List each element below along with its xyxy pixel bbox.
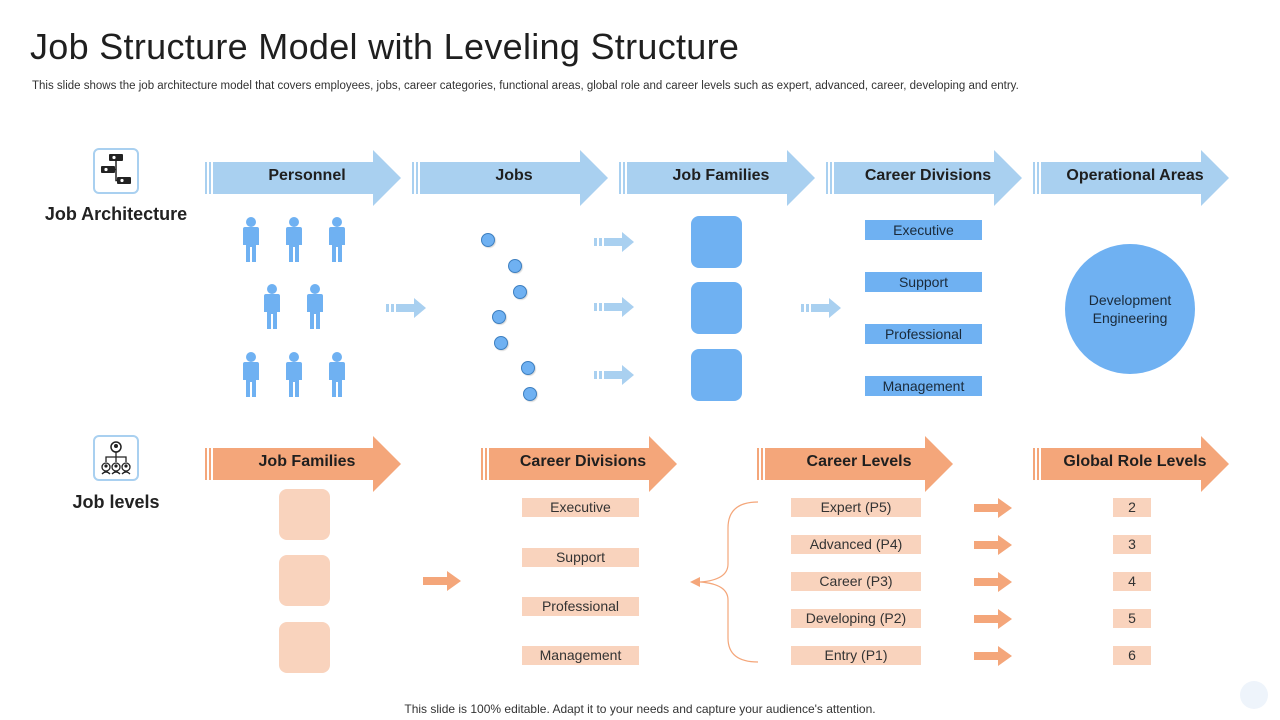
header-arrow-job-families: Job Families: [619, 148, 815, 208]
global-role-level: 2: [1113, 498, 1151, 517]
career-division-management: Management: [865, 376, 982, 396]
job-dot: [492, 310, 506, 324]
job-family-square-peach: [279, 489, 330, 540]
header-operational-areas-text: Operational Areas: [1066, 167, 1204, 184]
job-levels-label: Job levels: [72, 492, 160, 512]
header-global-role-levels-text: Global Role Levels: [1063, 453, 1207, 470]
header-arrow-career-divisions-levels: Career Divisions: [481, 434, 677, 494]
career-level-expert: Expert (P5): [791, 498, 921, 517]
org-chart-icon: [93, 148, 139, 194]
header-arrow-global-role-levels: Global Role Levels: [1033, 434, 1229, 494]
job-dot: [481, 233, 495, 247]
job-dot: [508, 259, 522, 273]
flow-arrow-icon: [974, 646, 1012, 666]
operational-area-text: Development Engineering: [1088, 292, 1172, 326]
job-family-square: [691, 282, 742, 334]
flow-arrow-icon: [386, 298, 426, 318]
job-family-square-peach: [279, 555, 330, 606]
flow-arrow-icon: [974, 609, 1012, 629]
job-dot: [513, 285, 527, 299]
career-division-executive: Executive: [865, 220, 982, 240]
job-family-square: [691, 349, 742, 401]
career-level-career: Career (P3): [791, 572, 921, 591]
flow-arrow-icon: [594, 232, 634, 252]
career-level-entry: Entry (P1): [791, 646, 921, 665]
flow-arrow-icon: [974, 498, 1012, 518]
header-jobs-text: Jobs: [495, 167, 533, 184]
brace-connector: [690, 501, 759, 663]
career-level-developing: Developing (P2): [791, 609, 921, 628]
header-arrow-career-divisions: Career Divisions: [826, 148, 1022, 208]
global-role-level: 3: [1113, 535, 1151, 554]
career-level-advanced: Advanced (P4): [791, 535, 921, 554]
header-arrow-career-levels: Career Levels: [757, 434, 953, 494]
header-career-levels-text: Career Levels: [806, 453, 912, 470]
header-arrow-operational-areas: Operational Areas: [1033, 148, 1229, 208]
job-dot: [494, 336, 508, 350]
global-role-level: 6: [1113, 646, 1151, 665]
global-role-level: 4: [1113, 572, 1151, 591]
job-dot: [523, 387, 537, 401]
header-levels-career-divisions-text: Career Divisions: [519, 453, 647, 470]
flow-arrow-icon: [974, 572, 1012, 592]
levels-division-management: Management: [522, 646, 639, 665]
flow-arrow-icon: [594, 297, 634, 317]
flow-arrow-icon: [974, 535, 1012, 555]
job-family-square: [691, 216, 742, 268]
page-title: Job Structure Model with Leveling Struct…: [30, 26, 740, 67]
job-family-square-peach: [279, 622, 330, 673]
decorative-circle: [1240, 681, 1268, 709]
page-subtitle: This slide shows the job architecture mo…: [32, 80, 1019, 92]
team-hierarchy-icon: [93, 435, 139, 481]
header-arrow-personnel: Personnel: [205, 148, 401, 208]
header-personnel-text: Personnel: [268, 167, 346, 184]
job-architecture-label: Job Architecture: [44, 204, 188, 224]
global-role-level: 5: [1113, 609, 1151, 628]
header-arrow-job-families-levels: Job Families: [205, 434, 401, 494]
levels-division-executive: Executive: [522, 498, 639, 517]
operational-area-circle: Development Engineering: [1065, 244, 1195, 374]
flow-arrow-icon: [801, 298, 841, 318]
header-job-families-text: Job Families: [672, 167, 770, 184]
header-arrow-jobs: Jobs: [412, 148, 608, 208]
career-division-professional: Professional: [865, 324, 982, 344]
levels-division-support: Support: [522, 548, 639, 567]
header-levels-job-families-text: Job Families: [258, 453, 356, 470]
header-career-divisions-text: Career Divisions: [864, 167, 992, 184]
flow-arrow-icon: [594, 365, 634, 385]
job-dot: [521, 361, 535, 375]
levels-division-professional: Professional: [522, 597, 639, 616]
footer-note: This slide is 100% editable. Adapt it to…: [404, 702, 876, 716]
flow-arrow-icon: [423, 571, 461, 591]
career-division-support: Support: [865, 272, 982, 292]
personnel-people-icons: [243, 217, 345, 397]
